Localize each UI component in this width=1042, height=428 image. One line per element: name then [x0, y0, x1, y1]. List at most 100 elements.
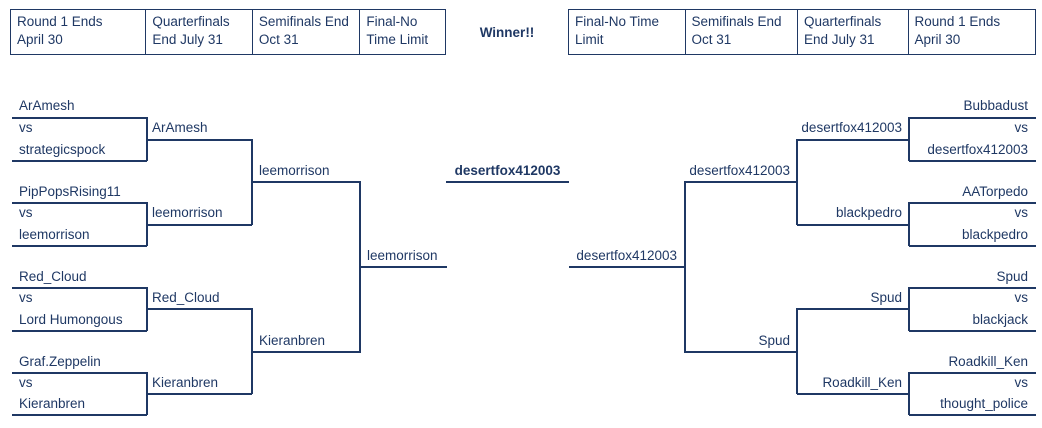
vs-label: vs	[1014, 375, 1029, 390]
connector-line	[796, 139, 798, 225]
connector-line	[797, 308, 909, 310]
vs-label: vs	[19, 290, 33, 305]
header-semifinals-right: Semifinals End Oct 31	[684, 10, 798, 54]
stage-header-right: Final-No Time Limit Semifinals End Oct 3…	[568, 9, 1036, 55]
match-box-line	[12, 160, 147, 162]
header-round1-left: Round 1 Ends April 30	[11, 10, 145, 54]
player-name: Bubbadust	[963, 98, 1028, 113]
connector-line	[252, 181, 360, 183]
match-winner: desertfox412003	[801, 120, 902, 135]
header-text: Oct 31	[691, 31, 732, 47]
header-semifinals-left: Semifinals End Oct 31	[251, 10, 360, 54]
match-box-line	[908, 202, 910, 246]
connector-line	[569, 266, 684, 268]
player-name: leemorrison	[19, 227, 90, 242]
player-name: Roadkill_Ken	[948, 354, 1028, 369]
player-name: Spud	[996, 269, 1028, 284]
player-name: desertfox412003	[927, 142, 1028, 157]
match-box-line	[908, 372, 910, 415]
player-name: Kieranbren	[19, 396, 86, 411]
vs-label: vs	[19, 375, 33, 390]
semifinal-winner: Kieranbren	[259, 333, 326, 348]
champion-name: desertfox412003	[454, 163, 561, 178]
match-box-line	[908, 117, 910, 161]
header-text: Round 1 Ends	[914, 14, 1001, 29]
connector-line	[797, 139, 909, 141]
header-text: April 30	[914, 31, 961, 47]
vs-label: vs	[1014, 290, 1029, 305]
match-box-line	[12, 202, 147, 204]
connector-line	[684, 351, 797, 353]
header-text: Quarterfinals	[152, 14, 230, 29]
match-winner: Roadkill_Ken	[822, 375, 902, 390]
semifinal-winner: leemorrison	[259, 163, 330, 178]
match-box-line	[909, 330, 1036, 332]
winner-header: Winner!!	[479, 24, 535, 40]
match-box-line	[909, 287, 1036, 289]
connector-line	[147, 139, 252, 141]
semifinal-winner: desertfox412003	[689, 163, 790, 178]
connector-line	[684, 181, 686, 353]
player-name: strategicspock	[19, 142, 106, 157]
header-text: Final-No	[366, 14, 418, 29]
connector-line	[684, 181, 797, 183]
connector-line	[797, 393, 909, 395]
player-name: AATorpedo	[962, 184, 1028, 199]
match-box-line	[12, 287, 147, 289]
vs-label: vs	[1014, 120, 1029, 135]
connector-line	[797, 224, 909, 226]
connector-line	[251, 308, 253, 394]
connector-line	[252, 351, 360, 353]
header-text: Oct 31	[258, 31, 299, 47]
match-box-line	[12, 414, 147, 416]
connector-line	[796, 308, 798, 394]
match-box-line	[146, 117, 148, 161]
match-winner: Red_Cloud	[152, 290, 220, 305]
player-name: blackpedro	[961, 227, 1028, 242]
connector-line	[251, 139, 253, 225]
header-text: Round 1 Ends	[17, 14, 103, 29]
header-final-left: Final-No Time Limit	[359, 10, 445, 54]
match-box-line	[909, 245, 1036, 247]
connector-line	[147, 224, 252, 226]
connector-line	[360, 266, 447, 268]
header-text: Limit	[575, 31, 604, 47]
header-text: Semifinals End	[258, 14, 349, 29]
header-quarterfinals-right: Quarterfinals End July 31	[797, 10, 908, 54]
match-winner: ArAmesh	[152, 120, 208, 135]
player-name: Graf.Zeppelin	[19, 354, 101, 369]
match-winner: Spud	[870, 290, 902, 305]
match-box-line	[909, 372, 1036, 374]
champion-line	[446, 181, 569, 183]
match-box-line	[908, 287, 910, 331]
header-text: Time Limit	[366, 31, 429, 47]
player-name: Lord Humongous	[19, 312, 123, 327]
header-final-right: Final-No Time Limit	[569, 10, 685, 54]
match-box-line	[909, 160, 1036, 162]
header-text: End July 31	[152, 31, 223, 47]
match-box-line	[12, 372, 147, 374]
header-text: Final-No Time	[575, 14, 660, 29]
match-box-line	[909, 202, 1036, 204]
player-name: Red_Cloud	[19, 269, 87, 284]
player-name: PipPopsRising11	[19, 184, 121, 199]
match-box-line	[146, 372, 148, 415]
player-name: ArAmesh	[19, 98, 75, 113]
header-text: Semifinals End	[691, 14, 782, 29]
match-box-line	[12, 330, 147, 332]
semifinal-winner: Spud	[758, 333, 790, 348]
player-name: blackjack	[972, 312, 1028, 327]
match-box-line	[146, 202, 148, 246]
connector-line	[147, 308, 252, 310]
connector-line	[147, 393, 252, 395]
vs-label: vs	[19, 120, 33, 135]
match-winner: leemorrison	[152, 205, 223, 220]
header-text: Quarterfinals	[804, 14, 882, 29]
final-winner: desertfox412003	[576, 248, 677, 263]
match-box-line	[12, 117, 147, 119]
match-box-line	[12, 245, 147, 247]
final-winner: leemorrison	[367, 248, 438, 263]
stage-header-left: Round 1 Ends April 30 Quarterfinals End …	[10, 9, 446, 55]
match-box-line	[909, 117, 1036, 119]
